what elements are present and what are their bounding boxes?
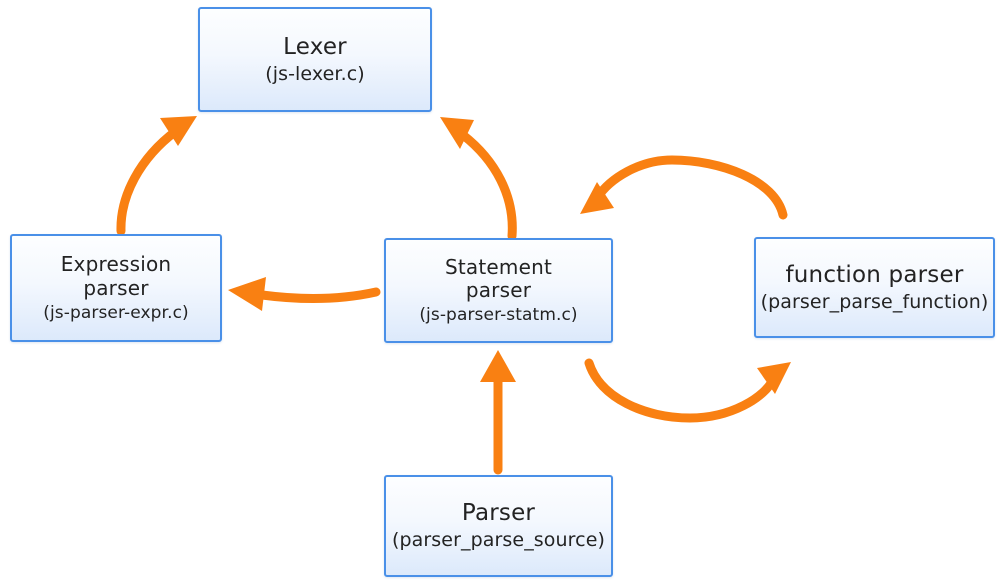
edge-function-parser-to-statement-parser <box>580 155 788 220</box>
edge-statement-parser-to-lexer <box>440 117 517 241</box>
edge-statement-parser-to-function-parser <box>584 358 791 423</box>
node-lexer-subtitle: (js-lexer.c) <box>265 62 365 85</box>
node-statement-parser[interactable]: Statement parser (js-parser-statm.c) <box>384 238 613 343</box>
node-parser[interactable]: Parser (parser_parse_source) <box>384 475 613 577</box>
node-function-parser-title: function parser <box>785 261 964 288</box>
node-function-parser[interactable]: function parser (parser_parse_function) <box>754 237 995 338</box>
node-expression-parser-title: Expression parser <box>60 252 172 300</box>
node-parser-title: Parser <box>461 500 536 527</box>
node-statement-parser-title: Statement parser <box>444 254 553 303</box>
node-parser-subtitle: (parser_parse_source) <box>391 529 606 552</box>
node-lexer-title: Lexer <box>283 33 347 60</box>
node-statement-parser-subtitle: (js-parser-statm.c) <box>419 305 578 326</box>
node-function-parser-subtitle: (parser_parse_function) <box>760 290 989 313</box>
node-expression-parser-subtitle: (js-parser-expr.c) <box>43 302 189 323</box>
edge-statement-parser-to-expression-parser <box>228 277 381 311</box>
edge-parser-to-statement-parser <box>480 350 516 475</box>
edge-expression-parser-to-lexer <box>116 116 197 236</box>
node-expression-parser[interactable]: Expression parser (js-parser-expr.c) <box>10 234 222 342</box>
node-lexer[interactable]: Lexer (js-lexer.c) <box>198 7 432 112</box>
